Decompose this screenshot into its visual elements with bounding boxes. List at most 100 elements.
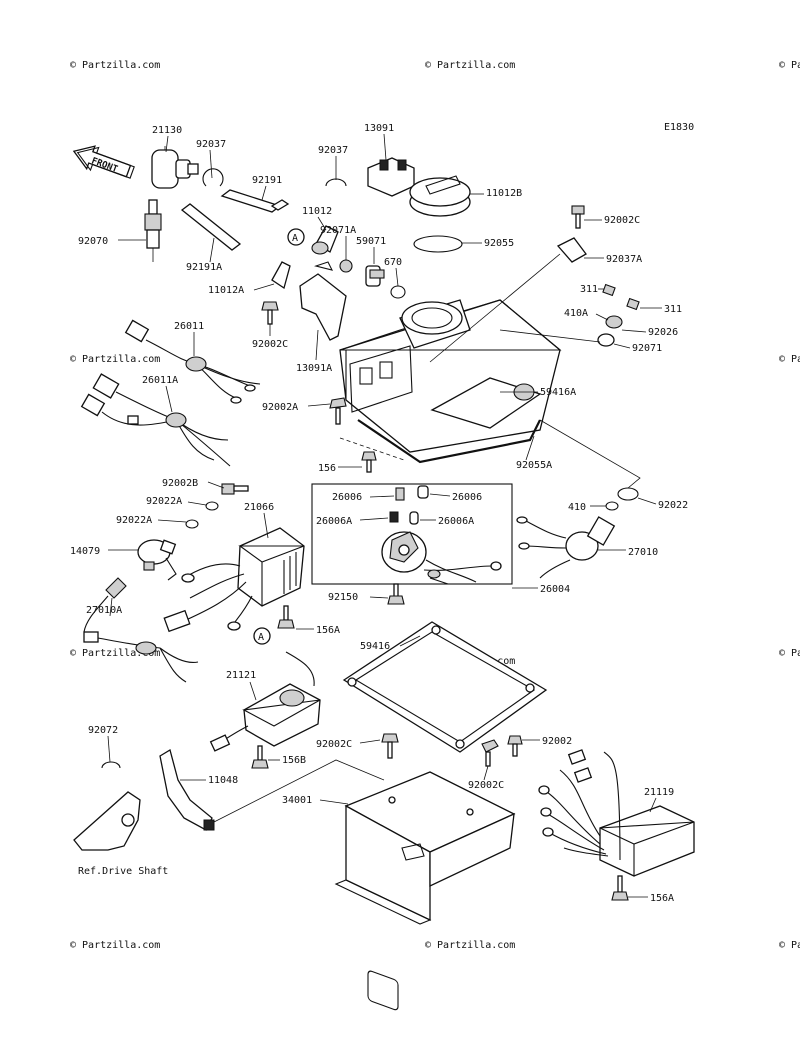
diagram-code: E1830 [664, 122, 694, 133]
part-label: 92002B [162, 478, 198, 489]
watermark: © Partzilla.com [70, 354, 160, 365]
front-arrow: FRONT [72, 145, 135, 179]
part-label: 92002C [604, 215, 640, 226]
spark-plug [144, 199, 162, 262]
bolt-icon [361, 451, 377, 473]
drive-shaft-bracket [73, 791, 141, 851]
part-label: 92071 [632, 343, 662, 354]
part-label: 59071 [356, 236, 386, 247]
part-label: 92071A [320, 225, 356, 236]
electrical-box-housing [339, 299, 562, 453]
callout-box [311, 483, 513, 585]
gasket [357, 419, 541, 464]
part-label: 92070 [78, 236, 108, 247]
part-label: 670 [384, 257, 402, 268]
part-label: 92037 [318, 145, 348, 156]
mounting-bracket-34001 [334, 771, 516, 1011]
bolt-icon [507, 735, 523, 757]
bolt-icon [611, 875, 629, 901]
washer [605, 501, 619, 511]
part-label: 11012A [208, 285, 244, 296]
wire-harness-26011 [124, 319, 261, 404]
watermark: © Partzilla.com [70, 60, 160, 71]
part-label: 311 [664, 304, 682, 315]
filler-cap [409, 175, 471, 217]
part-label: 27010 [628, 547, 658, 558]
part-label: 11048 [208, 775, 238, 786]
marker-a-icon [287, 228, 305, 246]
sensor-14079 [137, 539, 177, 581]
ignition-coil-21121 [209, 651, 321, 752]
bracket-11048 [159, 748, 215, 831]
part-label: 92002A [262, 402, 298, 413]
bolt-icon [381, 733, 399, 759]
part-label: 26011 [174, 321, 204, 332]
part-label: 21119 [644, 787, 674, 798]
module-21119 [538, 749, 695, 877]
switch-27010a [83, 577, 199, 683]
part-label: 92022A [146, 496, 182, 507]
watermark: © Partzilla.com [779, 648, 800, 659]
reference-note: Ref.Drive Shaft [78, 866, 168, 877]
bolt-icon [221, 483, 249, 495]
part-label: 92037A [606, 254, 642, 265]
bolt-icon [251, 745, 269, 769]
regulator-21066 [163, 527, 305, 633]
grommet-11012 [311, 225, 339, 255]
part-label: 92191 [252, 175, 282, 186]
spark-plug-cap [151, 146, 199, 189]
clip-icon [202, 168, 224, 187]
bolt-icon [481, 739, 499, 767]
bolt-icon [571, 205, 585, 229]
part-label: 156A [650, 893, 674, 904]
switch-27010 [516, 516, 616, 579]
part-label: 27010A [86, 605, 122, 616]
o-ring [413, 235, 463, 253]
part-label: 26006 [452, 492, 482, 503]
watermark: © Partzilla.com [779, 940, 800, 951]
part-label: 26004 [540, 584, 570, 595]
washer [205, 501, 219, 511]
cover-59416 [342, 621, 548, 753]
marker-letter: A [292, 233, 298, 244]
clip-bracket [556, 237, 587, 263]
bracket-13091 [367, 157, 415, 197]
part-label: 92002 [542, 736, 572, 747]
connectors-26006 [389, 485, 429, 525]
part-label: 26006 [332, 492, 362, 503]
clip-icon [325, 178, 347, 187]
part-label: 156B [282, 755, 306, 766]
part-label: 156A [316, 625, 340, 636]
part-label: 21066 [244, 502, 274, 513]
watermark: © Partzilla.com [70, 648, 160, 659]
bolt-icon [261, 301, 279, 325]
part-label: 92026 [648, 327, 678, 338]
clip-icon [101, 761, 121, 769]
part-label: 11012 [302, 206, 332, 217]
watermark: © Partzilla.com [425, 940, 515, 951]
watermark: © Partzilla.com [779, 354, 800, 365]
part-label: 34001 [282, 795, 312, 806]
washer [617, 487, 639, 501]
part-label: 410 [568, 502, 586, 513]
part-label: 13091 [364, 123, 394, 134]
part-label: 92072 [88, 725, 118, 736]
part-label: 92022 [658, 500, 688, 511]
bolt-icon [387, 583, 405, 605]
part-label: 26011A [142, 375, 178, 386]
part-label: 11012B [486, 188, 522, 199]
part-label: 92002C [252, 339, 288, 350]
small-fittings [597, 283, 640, 347]
part-label: 92002C [316, 739, 352, 750]
hose-tubes [180, 189, 290, 251]
part-label: 92191A [186, 262, 222, 273]
bolt-icon [329, 397, 347, 425]
watermark: © Partzilla.com [425, 60, 515, 71]
part-label: 26006A [316, 516, 352, 527]
fittings [339, 259, 406, 299]
rectifier-26004 [381, 531, 502, 585]
part-label: 13091A [296, 363, 332, 374]
bracket-13091a [271, 261, 347, 341]
part-label: 92022A [116, 515, 152, 526]
